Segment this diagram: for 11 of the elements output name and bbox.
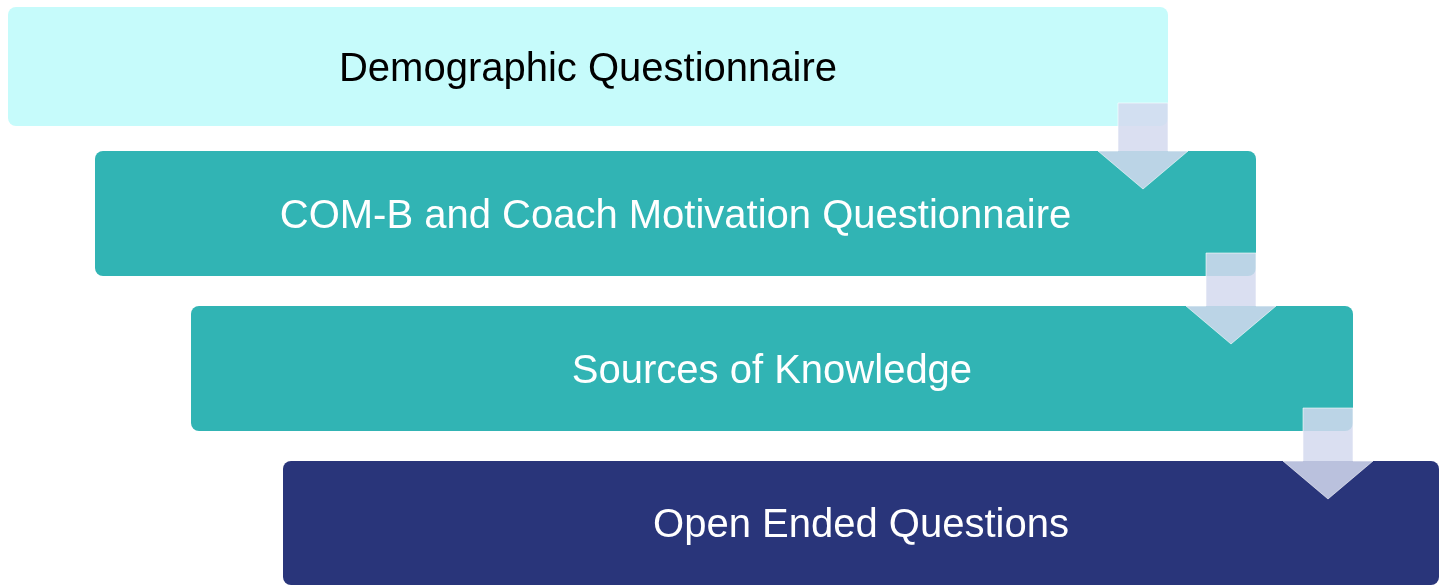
box-label: Open Ended Questions bbox=[653, 500, 1069, 547]
process-box bbox=[95, 151, 1256, 276]
box-label: Demographic Questionnaire bbox=[338, 43, 837, 91]
box-label: Sources of Knowledge bbox=[571, 345, 973, 393]
down-arrow bbox=[1097, 102, 1189, 190]
down-arrow bbox=[1185, 252, 1277, 345]
process-box bbox=[283, 461, 1439, 585]
box-label: COM-B and Coach Motivation Questionnaire bbox=[279, 190, 1072, 238]
down-arrow bbox=[1282, 407, 1374, 500]
process-box bbox=[191, 306, 1353, 431]
process-box bbox=[8, 7, 1168, 126]
